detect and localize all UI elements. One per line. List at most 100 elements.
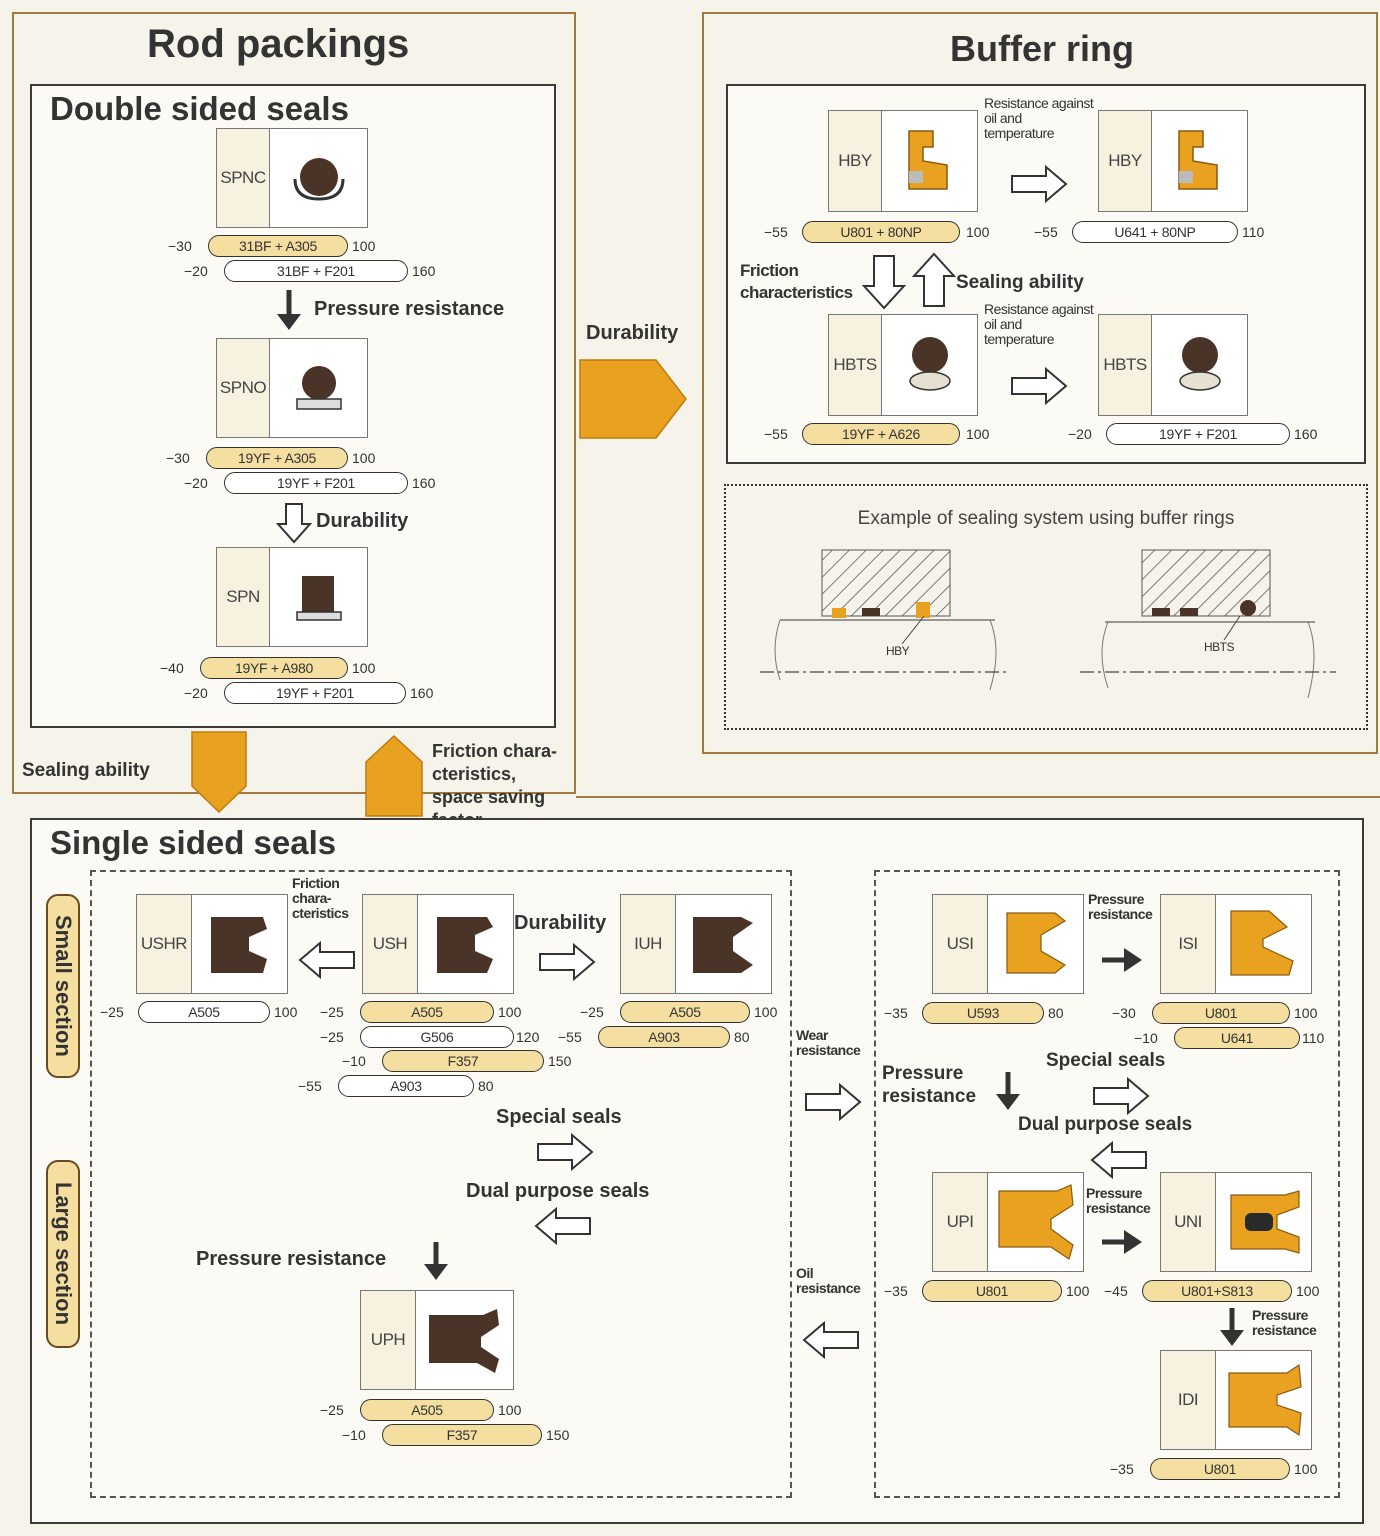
hollow-left-arrow-icon <box>1090 1140 1147 1180</box>
frame-divider <box>576 796 1380 798</box>
range-max: 100 <box>966 224 990 240</box>
range-min: −10 <box>342 1053 366 1069</box>
material-pill: U641 + 80NP <box>1072 221 1238 243</box>
resistance-oil-temp-label: Resistance against oil and temperature <box>984 301 1094 347</box>
u-seal-profile-icon <box>1230 910 1294 976</box>
large-section-tag: Large section <box>46 1160 80 1348</box>
material-pill: F357 <box>382 1050 544 1072</box>
buffer-ring-frame <box>702 12 1378 754</box>
pressure-resistance-label: Pressure resistance <box>1086 1185 1151 1216</box>
seal-card-ush: USH <box>362 894 514 994</box>
seal-label: SPNC <box>217 129 270 227</box>
material-pill: 19YF + A305 <box>206 447 348 469</box>
material-pill: 19YF + A980 <box>200 657 348 679</box>
range-min: −55 <box>1034 224 1058 240</box>
material-pill: F357 <box>382 1424 542 1446</box>
buffer-profile-icon <box>908 130 948 190</box>
range-max: 100 <box>498 1402 522 1418</box>
range-min: −20 <box>184 475 208 491</box>
range-min: −20 <box>1068 426 1092 442</box>
range-min: −55 <box>764 224 788 240</box>
range-max: 100 <box>1066 1283 1090 1299</box>
range-max: 100 <box>352 238 376 254</box>
material-pill: A505 <box>360 1399 494 1421</box>
right-arrow-icon <box>1102 1230 1142 1254</box>
hollow-left-arrow-icon <box>802 1320 859 1360</box>
material-pill: 19YF + F201 <box>1106 423 1290 445</box>
seal-label: HBTS <box>1099 315 1152 415</box>
seal-label: HBY <box>829 111 882 211</box>
range-min: −20 <box>184 263 208 279</box>
seal-card-hbts-2: HBTS <box>1098 314 1248 416</box>
range-max: 100 <box>966 426 990 442</box>
range-max: 160 <box>410 685 434 701</box>
friction-characteristics-label: Friction chara- cteristics <box>292 875 349 921</box>
material-pill: A903 <box>338 1075 474 1097</box>
range-max: 160 <box>412 475 436 491</box>
seal-label: UPH <box>361 1291 416 1389</box>
material-pill: U593 <box>922 1002 1044 1024</box>
material-pill: 19YF + F201 <box>224 472 408 494</box>
range-min: −35 <box>884 1283 908 1299</box>
seal-label: USHR <box>137 895 192 993</box>
left-dashed-group <box>90 870 792 1498</box>
hollow-right-arrow-icon <box>1011 164 1068 204</box>
range-min: −10 <box>342 1427 366 1443</box>
seal-card-usi: USI <box>932 894 1084 994</box>
range-max: 100 <box>754 1004 778 1020</box>
range-min: −10 <box>1134 1030 1158 1046</box>
pressure-resistance-label: Pressure resistance <box>1088 891 1153 922</box>
buffer-profile-icon <box>1178 130 1218 190</box>
down-arrow-icon <box>996 1072 1020 1110</box>
hollow-right-arrow-icon <box>1093 1076 1150 1116</box>
dual-purpose-seals-label: Dual purpose seals <box>1018 1114 1193 1135</box>
range-min: −30 <box>1112 1005 1136 1021</box>
hollow-down-arrow-icon <box>862 255 906 310</box>
square-ring-icon <box>296 576 342 621</box>
range-max: 150 <box>548 1053 572 1069</box>
down-arrow-icon <box>277 290 301 330</box>
seal-card-isi: ISI <box>1160 894 1312 994</box>
material-pill: 31BF + F201 <box>224 260 408 282</box>
material-pill: U801 <box>1150 1458 1290 1480</box>
seal-card-hby-1: HBY <box>828 110 978 212</box>
range-min: −35 <box>884 1005 908 1021</box>
range-min: −40 <box>160 660 184 676</box>
seal-label: HBY <box>1099 111 1152 211</box>
material-pill: A505 <box>360 1001 494 1023</box>
sealing-system-illustration <box>760 549 1336 699</box>
hollow-right-arrow-icon <box>805 1082 862 1122</box>
material-pill: A505 <box>620 1001 750 1023</box>
hollow-right-arrow-icon <box>1011 366 1068 406</box>
pressure-resistance-label: Pressure resistance <box>314 298 505 320</box>
seal-label: IUH <box>621 895 676 993</box>
range-max: 160 <box>1294 426 1318 442</box>
seal-card-upi: UPI <box>932 1172 1084 1272</box>
double-sided-title: Double sided seals <box>50 90 349 127</box>
range-max: 100 <box>352 450 376 466</box>
resistance-oil-temp-label: Resistance against oil and temperature <box>984 95 1094 141</box>
durability-label: Durability <box>316 510 409 532</box>
range-max: 80 <box>478 1078 494 1094</box>
pressure-resistance-label: Pressure resistance <box>882 1063 977 1107</box>
right-dashed-group <box>874 870 1340 1498</box>
hollow-left-arrow-icon <box>298 940 355 980</box>
range-max: 80 <box>734 1029 750 1045</box>
u-seal-profile-icon <box>1230 1190 1300 1254</box>
material-pill: G506 <box>360 1026 514 1048</box>
range-min: −55 <box>558 1029 582 1045</box>
range-max: 100 <box>1296 1283 1320 1299</box>
material-pill: U801 <box>1152 1002 1290 1024</box>
o-ring-on-backup-icon <box>909 337 951 391</box>
range-max: 110 <box>1302 1030 1325 1046</box>
friction-up-arrow-icon <box>365 734 423 817</box>
special-seals-label: Special seals <box>496 1106 622 1128</box>
range-min: −55 <box>764 426 788 442</box>
special-seals-label: Special seals <box>1046 1050 1166 1071</box>
seal-card-spnc: SPNC <box>216 128 368 228</box>
seal-card-spno: SPNO <box>216 338 368 438</box>
down-arrow-icon <box>424 1242 448 1280</box>
durability-label: Durability <box>514 912 607 934</box>
seal-card-hbts-1: HBTS <box>828 314 978 416</box>
material-pill: A903 <box>598 1026 730 1048</box>
